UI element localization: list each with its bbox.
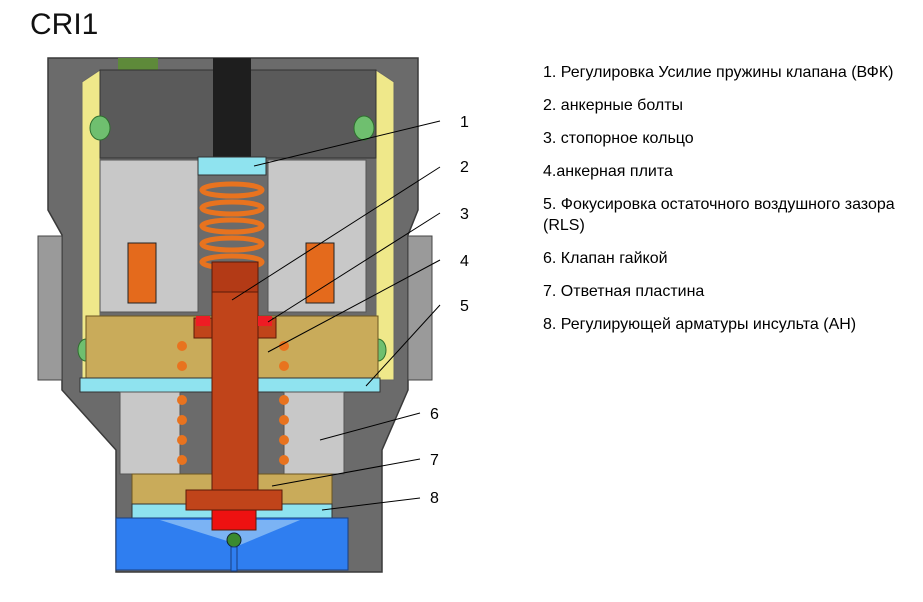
callout-6: 6 [430,406,439,423]
callout-5: 5 [460,298,469,315]
adjust-spacer [197,156,267,176]
legend-item: 6. Клапан гайкой [543,250,668,267]
armature [185,261,283,531]
callout-4: 4 [460,253,469,270]
callout-3: 3 [460,206,469,223]
valve-nut [119,391,345,475]
injector-cross-section: 1 2 3 4 5 6 7 8 [37,57,469,573]
page-title: CRI1 [30,8,99,41]
top-spring [199,181,265,271]
legend-list: 1. Регулировка Усилие пружины клапана (В… [543,62,908,347]
yellow-sleeve [81,69,395,381]
callout-1: 1 [460,114,469,131]
coil-windings [127,242,335,304]
callout-8: 8 [430,490,439,507]
retaining-ring [196,316,272,326]
legend-item: 5. Фокусировка остаточного воздушного за… [543,196,895,234]
legend-item: 7. Ответная пластина [543,283,705,300]
callout-lines [231,120,441,511]
callout-2: 2 [460,159,469,176]
legend-item: 2. анкерные болты [543,97,684,114]
ball [226,532,242,548]
legend-item: 1. Регулировка Усилие пружины клапана (В… [543,64,894,81]
legend-item: 3. стопорное кольцо [543,130,694,147]
central-rod [213,58,251,162]
lower-springs [177,341,289,465]
callout-7: 7 [430,452,439,469]
legend-item: 8. Регулирующей арматуры инсульта (АН) [543,316,857,333]
legend-item: 4.анкерная плита [543,163,673,180]
